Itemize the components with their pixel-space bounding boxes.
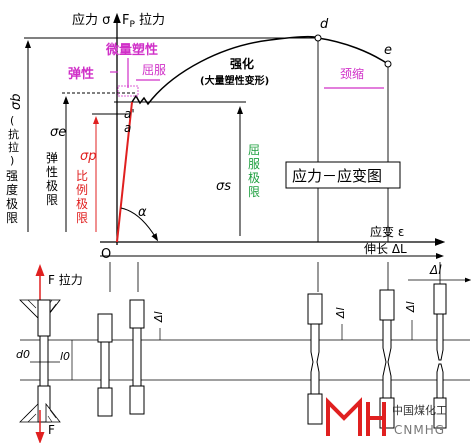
sigma-s-label: σs bbox=[216, 179, 231, 194]
yield-stage-label: 屈服 bbox=[142, 63, 166, 77]
svg-text:屈: 屈 bbox=[248, 143, 260, 157]
yield-limit-label: 屈 服 极 限 bbox=[248, 143, 260, 199]
micro-plastic-label: 微量塑性 bbox=[105, 42, 158, 58]
y-axis-label: 应力 σ bbox=[72, 12, 110, 28]
logo-mark bbox=[326, 397, 386, 436]
d0-label: d0 bbox=[16, 348, 30, 361]
sigma-e-label: σe bbox=[50, 125, 66, 140]
svg-text:极: 极 bbox=[76, 197, 88, 211]
sigma-p-label: σp bbox=[80, 149, 97, 164]
svg-text:(: ( bbox=[10, 114, 14, 127]
x-axis-label-elongation: 伸长 ΔL bbox=[364, 242, 407, 256]
point-e-marker bbox=[384, 60, 392, 68]
point-a2-label: a' bbox=[124, 107, 135, 121]
svg-text:例: 例 bbox=[76, 183, 88, 197]
svg-text:比: 比 bbox=[76, 169, 88, 183]
svg-text:限: 限 bbox=[248, 185, 260, 199]
svg-text:性: 性 bbox=[46, 165, 58, 179]
svg-text:服: 服 bbox=[248, 157, 260, 171]
dl-label-2: Δl bbox=[334, 307, 347, 319]
yield-plateau-box bbox=[117, 85, 139, 97]
harden-note: (大量塑性变形) bbox=[200, 74, 269, 87]
svg-text:拉: 拉 bbox=[8, 140, 19, 154]
svg-text:极: 极 bbox=[46, 179, 58, 193]
point-d-label: d bbox=[320, 17, 329, 32]
angle-arc bbox=[120, 207, 159, 242]
svg-text:强: 强 bbox=[6, 169, 18, 183]
dl-top-label: Δl bbox=[429, 263, 442, 277]
dl-label-3: Δl bbox=[404, 301, 417, 313]
origin-label: O bbox=[101, 247, 111, 262]
elastic-stage-label: 弹性 bbox=[68, 66, 94, 82]
l0-label: l0 bbox=[60, 350, 70, 363]
logo-en: CNMHG bbox=[394, 423, 445, 437]
specimen-gripped bbox=[19, 299, 61, 423]
svg-text:抗: 抗 bbox=[8, 127, 19, 141]
svg-text:极: 极 bbox=[248, 171, 260, 185]
angle-label: α bbox=[138, 205, 147, 220]
specimen-fractured bbox=[433, 283, 447, 429]
strength-limit-label: 强 度 极 限 bbox=[6, 169, 18, 225]
elastic-line bbox=[116, 101, 133, 243]
point-e-label: e bbox=[384, 43, 392, 58]
title-box bbox=[285, 161, 401, 189]
svg-text:限: 限 bbox=[46, 193, 58, 207]
x-axis-label-strain: 应变 ε bbox=[370, 224, 404, 239]
point-a-label: a bbox=[124, 121, 131, 135]
stress-strain-curve bbox=[131, 35, 389, 106]
dl-label-1: Δl bbox=[152, 311, 165, 323]
force-label-bottom: F bbox=[48, 423, 55, 437]
specimen-elastic bbox=[129, 299, 145, 415]
prop-limit-label: 比 例 极 限 bbox=[76, 169, 88, 225]
sigma-b-label: σb bbox=[9, 94, 24, 111]
specimen-necking-start bbox=[307, 293, 323, 425]
elastic-limit-label: 弹 性 极 限 bbox=[46, 151, 58, 207]
svg-text:度: 度 bbox=[6, 182, 18, 197]
logo-cn: 中国煤化工 bbox=[392, 403, 447, 417]
diagram-title: 应力－应变图 bbox=[292, 167, 382, 185]
point-d-marker bbox=[314, 34, 322, 42]
svg-text:弹: 弹 bbox=[46, 151, 58, 165]
logo: 中国煤化工 CNMHG bbox=[326, 397, 447, 437]
necking-stage-label: 颈缩 bbox=[340, 66, 364, 81]
svg-text:极: 极 bbox=[6, 197, 18, 211]
svg-text:限: 限 bbox=[6, 211, 18, 225]
sigma-b-note: ( 抗 拉 ) bbox=[8, 114, 19, 167]
fp-label: FP 拉力 bbox=[122, 13, 165, 30]
harden-stage-label: 强化 bbox=[230, 56, 254, 71]
force-label-top: F 拉力 bbox=[48, 272, 83, 287]
svg-text:): ) bbox=[10, 154, 14, 167]
specimen-original bbox=[97, 313, 113, 417]
svg-text:限: 限 bbox=[76, 211, 88, 225]
